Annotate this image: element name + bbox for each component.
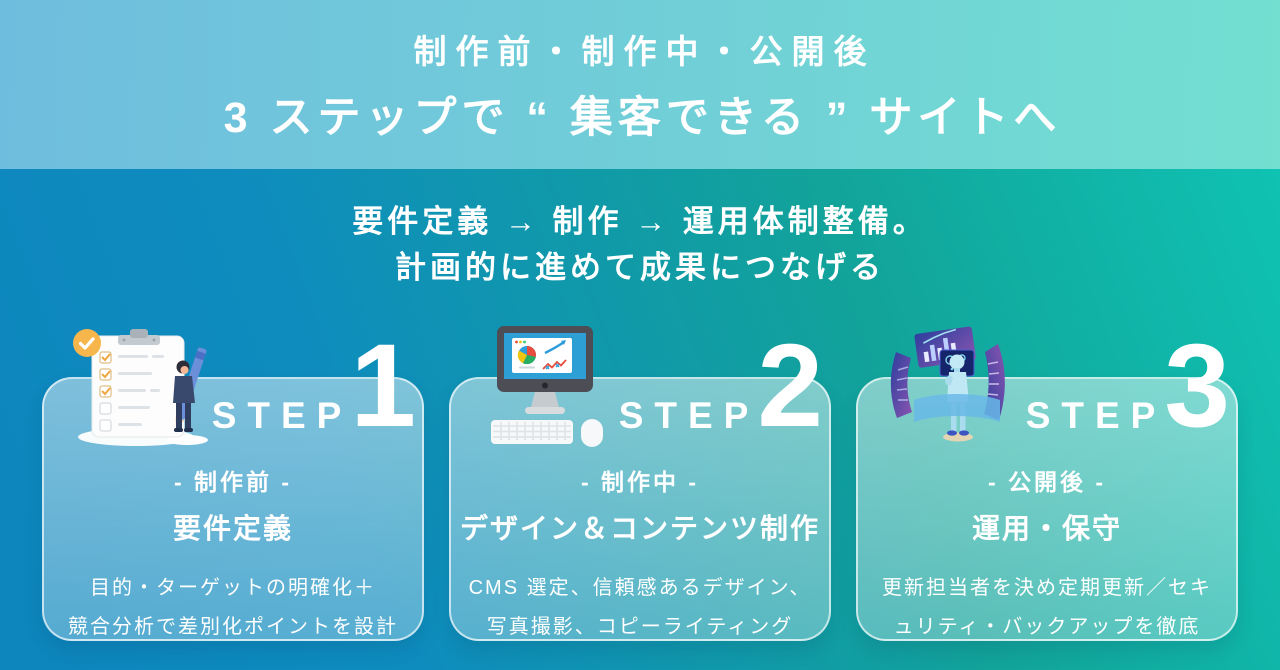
phase-label: - 制作中 -	[580, 469, 700, 495]
step-heading: STEP 1	[44, 327, 422, 453]
step-number: 2	[757, 320, 823, 452]
step-description: 更新担当者を決め定期更新／セキ ュリティ・バックアップを徹底	[882, 577, 1212, 638]
step-label: STEP	[1025, 395, 1167, 436]
lead-line-1: 要件定義 → 制作 → 運用体制整備。	[352, 204, 928, 239]
step-number: 3	[1164, 320, 1230, 452]
step-label: STEP	[211, 395, 353, 436]
header-band: 制作前・制作中・公開後 3 ステップで “ 集客できる ” サイトへ	[0, 0, 1280, 169]
step-number: 1	[350, 320, 416, 452]
phase-label: - 公開後 -	[987, 469, 1107, 495]
step-title: 要件定義	[172, 513, 293, 544]
header-title: 3 ステップで “ 集客できる ” サイトへ	[223, 93, 1062, 142]
step-heading: STEP 3	[858, 327, 1236, 453]
step-card-3: STEP 3 - 公開後 - 運用・保守 更新担当者を決め定期更新／セキ ュリテ…	[856, 326, 1238, 641]
step-title: デザイン＆コンテンツ制作	[459, 513, 820, 544]
step-label: STEP	[618, 395, 760, 436]
header-subtitle: 制作前・制作中・公開後	[413, 32, 876, 70]
step-description: 目的・ターゲットの明確化＋ 競合分析で差別化ポイントを設計	[68, 577, 398, 638]
phase-label: - 制作前 -	[173, 469, 293, 495]
step-card-1: STEP 1 - 制作前 - 要件定義 目的・ターゲットの明確化＋ 競合分析で差…	[42, 327, 424, 641]
step-title: 運用・保守	[971, 513, 1122, 544]
lead-text: 要件定義 → 制作 → 運用体制整備。 計画的に進めて成果につなげる	[0, 169, 1280, 291]
step-card-2: STEP 2 - 制作中 - デザイン＆コンテンツ制作 CMS 選定、信頼感ある…	[449, 326, 831, 641]
lead-line-2: 計画的に進めて成果につなげる	[395, 250, 885, 285]
main-area: 要件定義 → 制作 → 運用体制整備。 計画的に進めて成果につなげる	[0, 169, 1280, 670]
step-description: CMS 選定、信頼感あるデザイン、 写真撮影、コピーライティング	[468, 577, 812, 638]
step-heading: STEP 2	[451, 327, 829, 453]
steps-row: STEP 1 - 制作前 - 要件定義 目的・ターゲットの明確化＋ 競合分析で差…	[0, 326, 1280, 641]
